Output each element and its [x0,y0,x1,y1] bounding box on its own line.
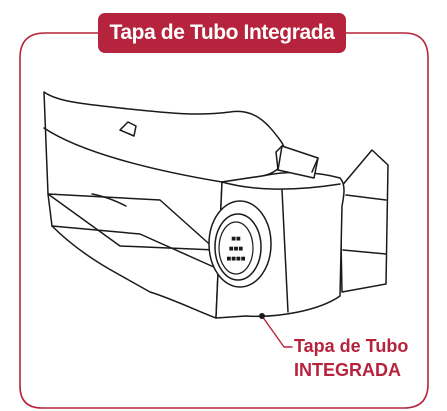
head-block-top [221,181,341,190]
rear-tube-segment [339,149,389,293]
head-tab-edge [277,145,319,173]
cap-markings: ■■ ■■■ ■■■■ [227,236,246,262]
cap-marking-1: ■■ [231,236,241,242]
callout-line-2: INTEGRADA [294,360,401,380]
callout-line-1: Tapa de Tubo [294,336,409,356]
top-knob [119,121,137,137]
cap-marking-3: ■■■■ [227,256,246,262]
slot-detail [91,193,127,207]
cap-face [218,221,254,275]
body-inner-line [43,127,223,183]
rear-tube-edge [342,194,387,255]
head-block-front [281,189,289,313]
callout-dot [259,313,265,319]
head-tab [275,145,319,179]
tube-illustration [43,91,389,348]
callout-pointer [261,315,293,348]
slot-floor [51,225,217,269]
title-banner: Tapa de Tubo Integrada [98,13,346,53]
cap-marking-2: ■■■ [229,246,243,252]
callout-label: Tapa de Tubo INTEGRADA [294,334,408,382]
page-title: Tapa de Tubo Integrada [109,21,335,44]
frame-border [19,32,429,409]
